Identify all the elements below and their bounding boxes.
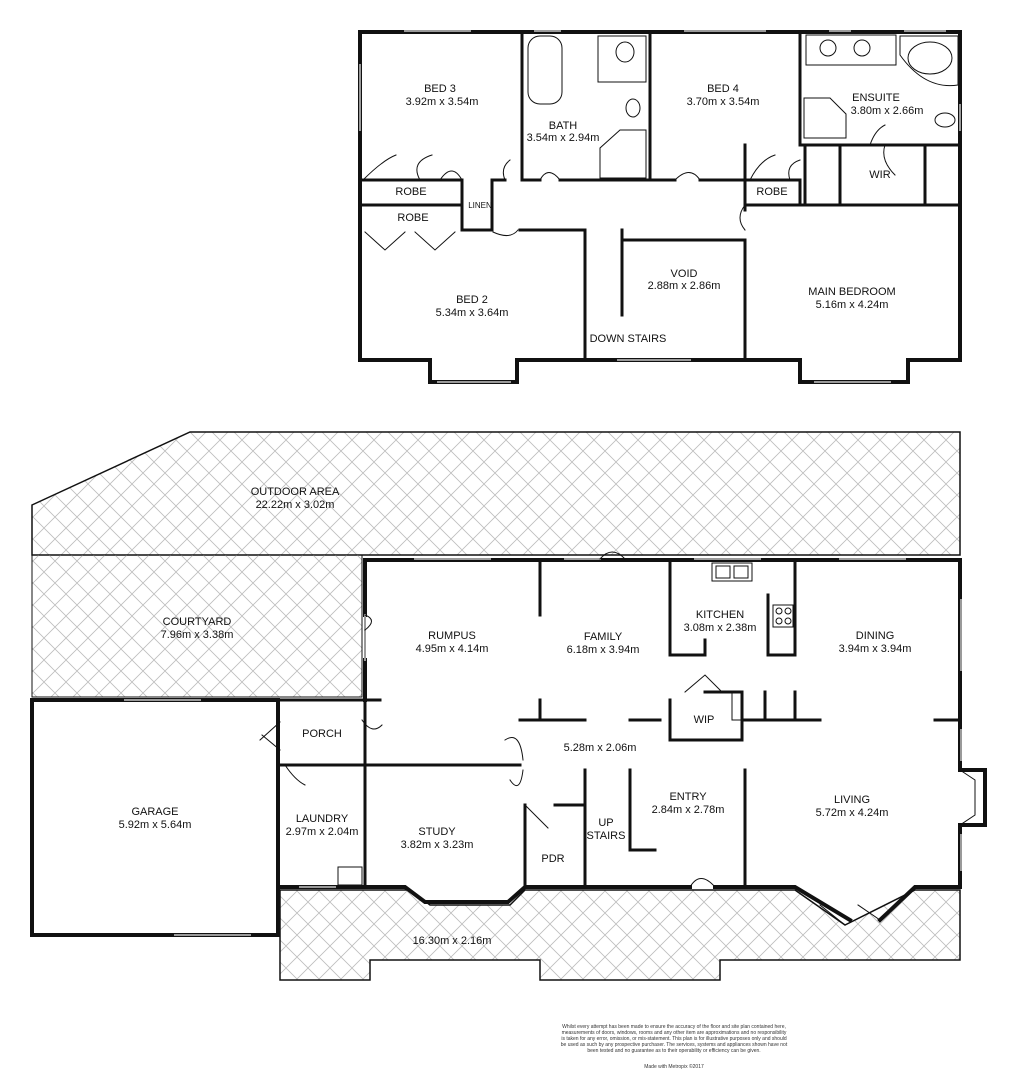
upper-windows (359, 30, 961, 383)
down-stairs-label: DOWN STAIRS (590, 333, 667, 345)
front-terrace-fill (279, 889, 961, 981)
living-name: LIVING (834, 794, 870, 806)
outdoor-area-name: OUTDOOR AREA (251, 486, 340, 498)
ensuite-name: ENSUITE (852, 92, 900, 104)
entry-size: 2.84m x 2.78m (652, 804, 725, 816)
disclaimer-text: Whilst every attempt has been made to en… (560, 1024, 788, 1054)
robe-bed3-label: ROBE (395, 186, 426, 198)
study-name: STUDY (418, 826, 456, 838)
bed4-name: BED 4 (707, 83, 739, 95)
linen-label: LINEN (468, 201, 492, 210)
bed3-size: 3.92m x 3.54m (406, 96, 479, 108)
laundry-name: LAUNDRY (296, 813, 349, 825)
courtyard-fill (31, 554, 363, 698)
rumpus-size: 4.95m x 4.14m (416, 643, 489, 655)
ground-windows (124, 558, 962, 936)
bed3-name: BED 3 (424, 83, 456, 95)
outdoor-area-size: 22.22m x 3.02m (256, 499, 335, 511)
bed4-size: 3.70m x 3.54m (687, 96, 760, 108)
kitchen-fixtures (711, 562, 794, 628)
courtyard-name: COURTYARD (163, 616, 232, 628)
kitchen-size: 3.08m x 2.38m (684, 622, 757, 634)
ground-doors (259, 551, 881, 926)
family-name: FAMILY (584, 631, 623, 643)
upper-outer-wall (358, 30, 962, 384)
bath-fixtures (527, 35, 647, 179)
living-size: 5.72m x 4.24m (816, 807, 889, 819)
outdoor-area-fill (31, 431, 961, 556)
courtyard-size: 7.96m x 3.38m (161, 629, 234, 641)
credit-text: Made with Metropix ©2017 (644, 1064, 704, 1070)
garage-size: 5.92m x 5.64m (119, 819, 192, 831)
bed2-name: BED 2 (456, 294, 488, 306)
hall-size: 5.28m x 2.06m (564, 742, 637, 754)
upper-interior-walls (358, 30, 962, 362)
kitchen-name: KITCHEN (696, 609, 744, 621)
bath-name: BATH (549, 120, 578, 132)
ensuite-size: 3.80m x 2.66m (851, 105, 924, 117)
main-bedroom-size: 5.16m x 4.24m (816, 299, 889, 311)
bed2-size: 5.34m x 3.64m (436, 307, 509, 319)
house-outer-wall (276, 558, 987, 923)
main-bedroom-name: MAIN BEDROOM (808, 286, 895, 298)
dining-name: DINING (856, 630, 895, 642)
entry-name: ENTRY (669, 791, 707, 803)
pdr-label: PDR (541, 853, 564, 865)
laundry-sink (337, 866, 363, 886)
ground-floor (30, 551, 987, 937)
bath-size: 3.54m x 2.94m (527, 132, 600, 144)
ground-interior-walls (276, 558, 962, 889)
room-labels: BED 3 3.92m x 3.54m BATH 3.54m x 2.94m B… (119, 83, 924, 947)
up-stairs-label-1: UP (598, 817, 613, 829)
wip-label: WIP (694, 714, 715, 726)
robe-bed4-label: ROBE (756, 186, 787, 198)
front-terrace-size: 16.30m x 2.16m (413, 935, 492, 947)
void-size: 2.88m x 2.86m (648, 280, 721, 292)
family-size: 6.18m x 3.94m (567, 644, 640, 656)
study-size: 3.82m x 3.23m (401, 839, 474, 851)
robe-bed2-label: ROBE (397, 212, 428, 224)
wir-label: WIR (869, 169, 890, 181)
upper-floor (358, 30, 962, 384)
rumpus-name: RUMPUS (428, 630, 476, 642)
ensuite-fixtures (803, 34, 959, 139)
up-stairs-label-2: STAIRS (587, 830, 626, 842)
garage-name: GARAGE (131, 806, 178, 818)
void-name: VOID (671, 268, 698, 280)
upper-doors (362, 124, 896, 251)
porch-label: PORCH (302, 728, 342, 740)
fireplace (959, 769, 976, 826)
laundry-size: 2.97m x 2.04m (286, 826, 359, 838)
dining-size: 3.94m x 3.94m (839, 643, 912, 655)
